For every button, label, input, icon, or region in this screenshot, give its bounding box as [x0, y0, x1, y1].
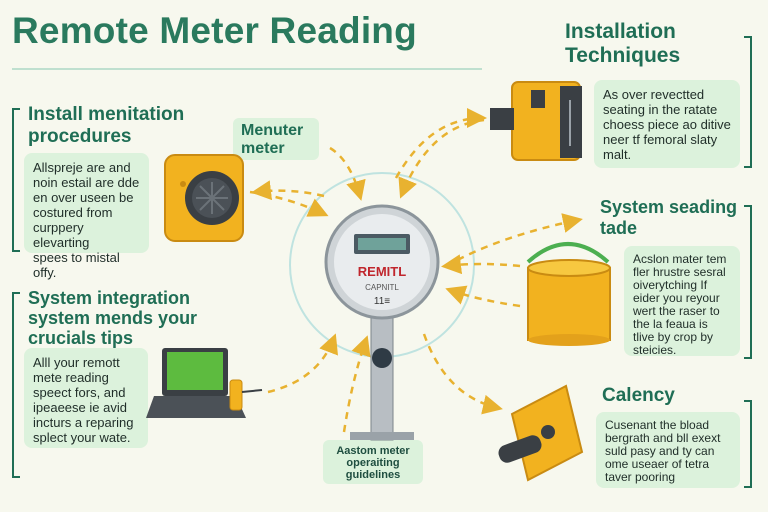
arrow-meter-to-camera [394, 108, 487, 179]
arrow-bucket-to-meter [441, 254, 521, 275]
bracket-right-top [744, 36, 752, 168]
heading-system-integration: System integration system mends your cru… [28, 288, 198, 348]
bucket-icon [526, 242, 611, 346]
text-system-seading: Acslon mater tem fler hrustre sesral oiv… [624, 246, 740, 357]
camera-device-icon [490, 81, 582, 161]
meter-brand: REMITL [358, 264, 406, 279]
heading-install-procedures: Install menitation procedures [28, 104, 185, 147]
arrow-camera-to-meter [398, 118, 485, 199]
arrow-meter-to-box [251, 180, 325, 201]
text-system-integration: Alll your remott mete reading speect for… [24, 348, 148, 448]
bracket-left-top [12, 108, 20, 252]
label-operating-guidelines: Aastom meter operaiting guidelines [323, 440, 423, 484]
text-install-procedures: Allspreje are and noin estail are dde en… [24, 153, 149, 280]
meter-box-icon [164, 154, 244, 242]
meter-icon [324, 204, 440, 441]
title-underline [12, 68, 482, 70]
arrow-meter-to-plug [422, 333, 503, 415]
meter-digits: 11≡ [374, 296, 390, 307]
heading-calency: Calency [602, 385, 675, 406]
page-title: Remote Meter Reading [12, 10, 417, 51]
bracket-left-bottom [12, 292, 20, 478]
arrow-bucket-to-meter-2 [445, 285, 521, 308]
heading-system-seading: System seading tade [600, 197, 738, 238]
label-menuter-meter: Menuter meter [233, 118, 319, 160]
meter-sub: CAPNITL [365, 283, 399, 292]
plug-block-icon [498, 384, 584, 482]
bracket-right-mid [744, 205, 752, 359]
laptop-icon [146, 348, 263, 418]
arrow-laptop-to-meter [267, 333, 338, 394]
text-installation-techniques: As over revectted seating in the ratate … [594, 80, 740, 168]
heading-installation-techniques: Installation Techniques [565, 20, 681, 67]
text-calency: Cusenant the bload bergrath and bll exex… [596, 412, 740, 488]
bracket-right-bottom [744, 400, 752, 488]
arrow-label-to-meter [329, 146, 366, 201]
arrow-box-to-meter [249, 190, 329, 217]
connection-arrows [249, 108, 583, 433]
